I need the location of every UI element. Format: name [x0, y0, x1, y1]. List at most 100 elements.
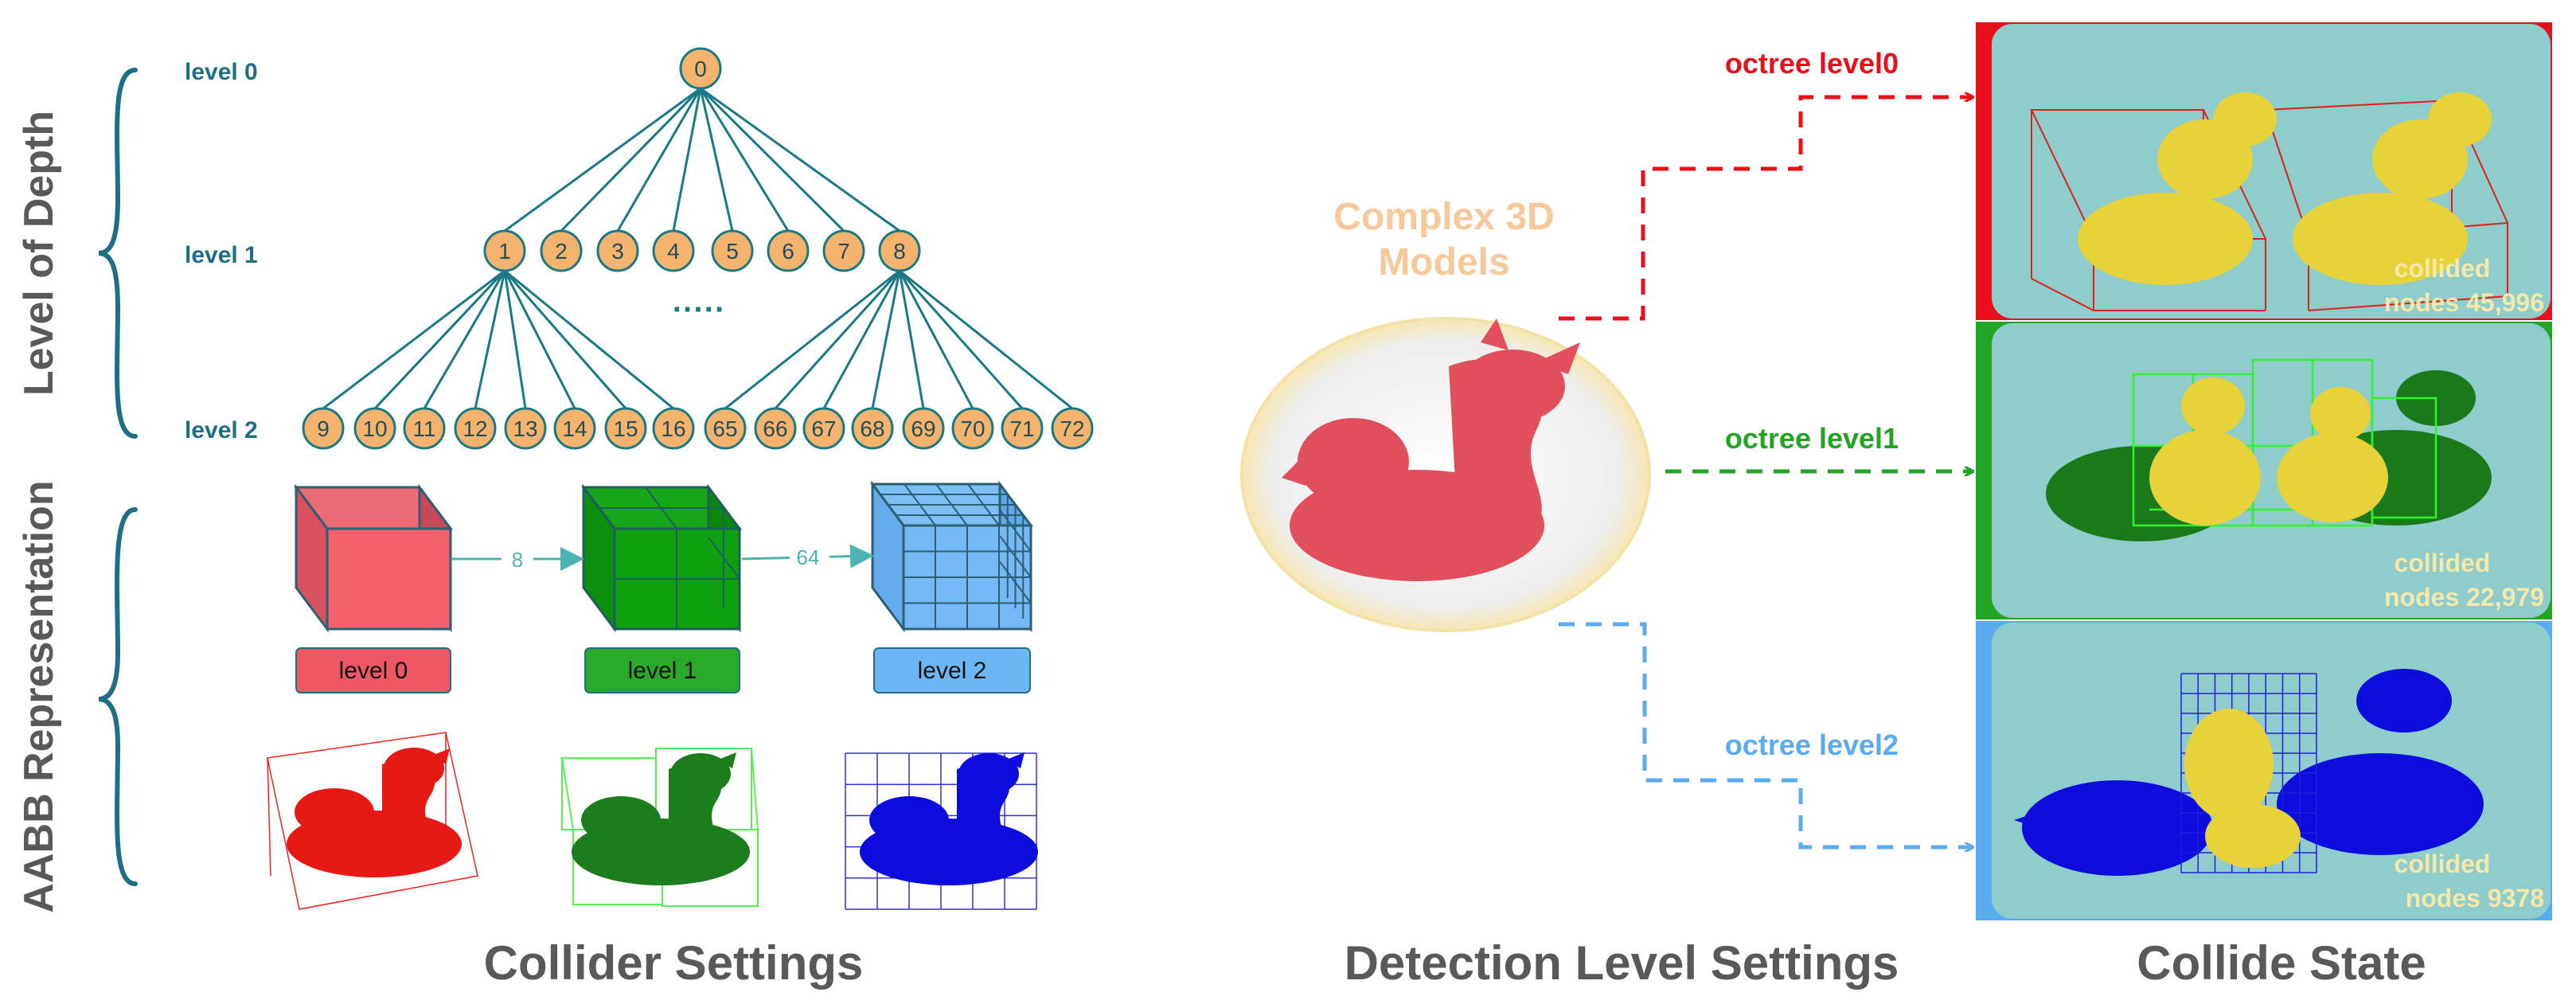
aabb-cube-level-1 — [581, 483, 742, 633]
collide-panel-level0 — [1976, 22, 2552, 320]
svg-text:68: 68 — [860, 416, 884, 441]
tree-node-level2: 70 — [951, 407, 994, 450]
tree-edge — [871, 270, 901, 409]
tree-node-level2: 68 — [851, 407, 894, 450]
collide-panel-level2 — [1976, 621, 2552, 920]
svg-text:7: 7 — [837, 239, 850, 264]
svg-text:67: 67 — [811, 416, 836, 441]
svg-text:8: 8 — [893, 239, 906, 264]
tree-edge — [373, 269, 506, 410]
svg-text:5: 5 — [726, 239, 739, 264]
svg-text:4: 4 — [667, 239, 680, 264]
tree-node-level2: 15 — [604, 407, 647, 450]
tree-edge — [616, 88, 702, 232]
collided-count-2-line2: nodes 9378 — [2406, 884, 2544, 912]
tree-edge — [699, 88, 734, 232]
tree-ellipsis: ····· — [673, 292, 726, 327]
tree-edge — [774, 269, 901, 410]
tree-edge — [322, 269, 505, 410]
tree-node-level1: 2 — [540, 229, 583, 272]
level-box-1 — [584, 647, 740, 693]
svg-text:9: 9 — [317, 416, 330, 441]
tree-node-level2: 71 — [1001, 407, 1044, 450]
svg-text:69: 69 — [911, 416, 935, 441]
tree-node-root: 0 — [679, 47, 722, 90]
dragon-aabb-level-0 — [267, 732, 478, 910]
collided-count-2-line1: collided — [2395, 850, 2491, 878]
level-of-depth-label: Level of Depth — [16, 111, 62, 396]
tree-edge — [898, 270, 974, 409]
tree-node-level2: 10 — [353, 407, 396, 450]
tree-node-level1: 3 — [596, 229, 639, 272]
tree-node-level2: 14 — [553, 407, 596, 450]
svg-text:15: 15 — [613, 416, 638, 441]
octree-level0-label: octree level0 — [1725, 47, 1899, 80]
svg-text:66: 66 — [763, 416, 787, 441]
tree-node-level2: 16 — [652, 407, 695, 450]
aabb-representation-brace — [98, 507, 138, 886]
svg-text:0: 0 — [694, 57, 707, 81]
complex-models-label-line1: Complex 3D — [1333, 196, 1554, 238]
tree-edge — [503, 270, 576, 409]
tree-edge — [560, 87, 702, 232]
level-label-1: level 1 — [185, 242, 258, 268]
tree-edge — [504, 87, 701, 232]
svg-text:12: 12 — [463, 416, 487, 441]
cube-grid-line — [999, 535, 1032, 578]
arrow-label-8: 8 — [512, 548, 523, 572]
octree-level1-label: octree level1 — [1725, 422, 1899, 455]
tree-edge — [672, 88, 702, 232]
svg-text:10: 10 — [362, 416, 387, 441]
tree-node-level2: 11 — [403, 407, 446, 450]
tree-edge — [724, 269, 900, 410]
tree-node-level2: 9 — [302, 407, 345, 450]
svg-text:6: 6 — [782, 239, 794, 264]
connector-octree-level0 — [1559, 97, 1973, 321]
svg-text:65: 65 — [712, 416, 737, 441]
tree-node-level2: 67 — [802, 407, 845, 450]
tree-edge — [822, 270, 901, 409]
tree-edge — [474, 270, 506, 409]
tree-edge — [503, 270, 627, 409]
collide-state-title: Collide State — [2137, 936, 2426, 990]
collided-count-1-line2: nodes 22,979 — [2384, 583, 2544, 611]
aabb-cube-level-2 — [870, 480, 1033, 633]
tree-edge — [898, 270, 925, 409]
svg-text:14: 14 — [562, 416, 587, 441]
complex-3d-models-image — [1240, 317, 1651, 632]
tree-node-level2: 66 — [754, 407, 797, 450]
svg-text:72: 72 — [1060, 416, 1084, 441]
level-box-2-label: level 2 — [918, 658, 987, 684]
collide-panel-level1 — [1976, 322, 2552, 619]
tree-edge — [423, 270, 506, 409]
cube-grid-line — [999, 561, 1032, 604]
tree-node-level2: 65 — [704, 407, 747, 450]
svg-text:2: 2 — [555, 239, 568, 264]
tree-edges — [322, 87, 1073, 410]
tree-edge — [700, 87, 900, 232]
tree-node-level1: 5 — [711, 229, 754, 272]
svg-text:70: 70 — [960, 416, 985, 441]
dragon-aabb-level-1 — [561, 748, 759, 907]
tree-edge — [899, 269, 1073, 410]
tree-node-level2: 12 — [454, 407, 497, 450]
collided-count-0-line2: nodes 45,996 — [2384, 288, 2544, 317]
svg-text:3: 3 — [611, 239, 624, 264]
collider-settings-title: Collider Settings — [484, 936, 864, 990]
tree-node-level2: 72 — [1051, 407, 1094, 450]
complex-models-label-line2: Models — [1378, 241, 1509, 283]
svg-text:71: 71 — [1009, 416, 1034, 441]
cube-grid-line — [967, 483, 1000, 526]
level-box-0 — [295, 647, 451, 693]
collided-count-1-line1: collided — [2395, 549, 2491, 577]
tree-edge — [898, 270, 1024, 409]
tree-edge — [699, 88, 790, 232]
tree-node-level1: 7 — [822, 229, 865, 272]
level-box-1-label: level 1 — [628, 658, 697, 684]
svg-text:1: 1 — [498, 239, 511, 264]
level-label-0: level 0 — [185, 59, 258, 85]
tree-node-level2: 69 — [902, 407, 945, 450]
svg-text:16: 16 — [661, 416, 685, 441]
